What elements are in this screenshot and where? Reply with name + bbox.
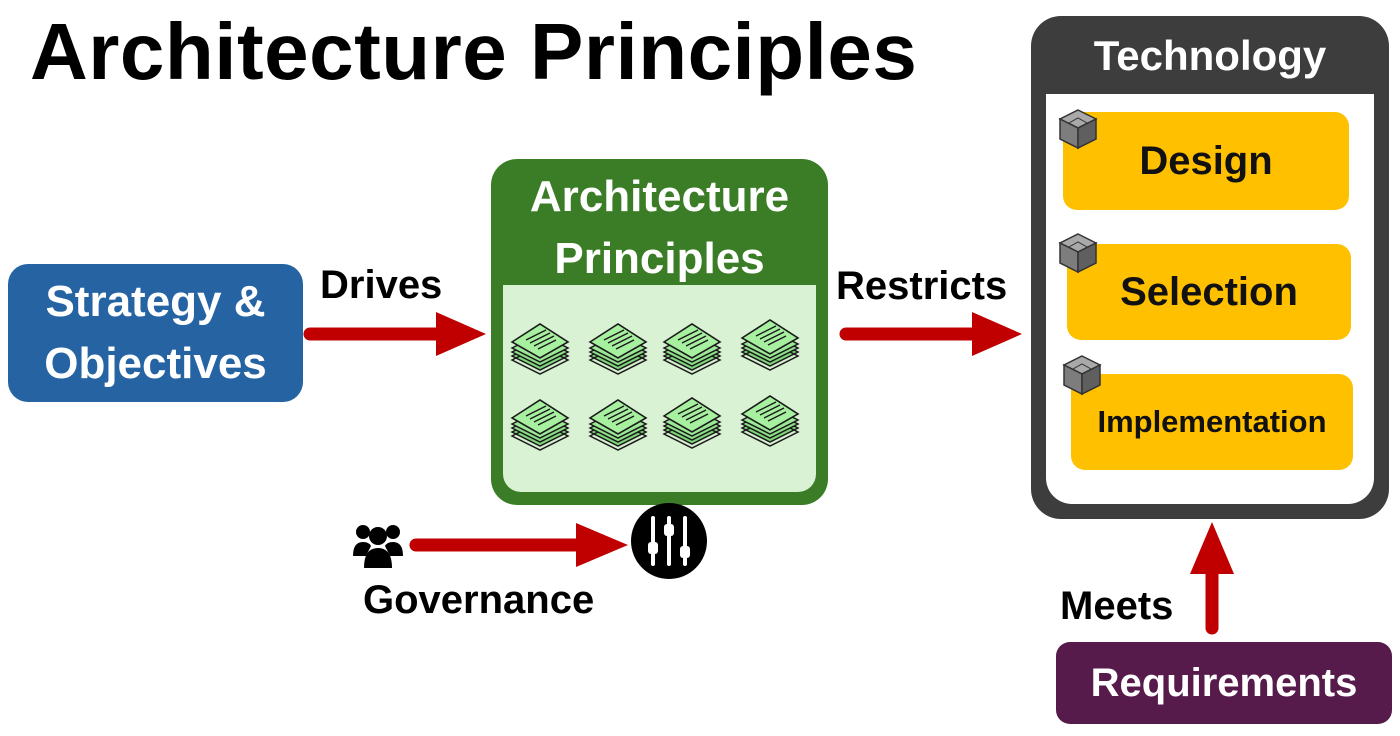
page-title: Architecture Principles [30, 7, 918, 96]
document-stack-icon [663, 323, 721, 375]
principles-label-line1: Architecture [529, 172, 790, 221]
governance-label: Governance [363, 578, 595, 622]
cube-icon [1059, 233, 1097, 273]
restricts-arrow [839, 312, 1022, 356]
cube-icon [1063, 355, 1101, 395]
strategy-label-line2: Objectives [44, 339, 267, 388]
meets-label: Meets [1060, 584, 1174, 628]
document-stack-icon [663, 397, 721, 449]
principles-title: Architecture Principles [491, 166, 828, 290]
document-stack-icon [511, 323, 569, 375]
technology-item-selection: Selection [1067, 244, 1351, 340]
principles-label-line2: Principles [554, 234, 765, 283]
drives-label: Drives [320, 263, 443, 307]
document-stack-icon [511, 399, 569, 451]
document-stack-icon [589, 323, 647, 375]
sliders-icon [631, 503, 707, 579]
cube-icon [1059, 109, 1097, 149]
people-group-icon [353, 525, 403, 568]
technology-item-implementation: Implementation [1071, 374, 1353, 470]
meets-arrow [1190, 522, 1234, 635]
requirements-node: Requirements [1056, 642, 1392, 724]
restricts-label: Restricts [836, 264, 1008, 308]
document-stack-icon [589, 399, 647, 451]
document-stack-icon [741, 319, 799, 371]
principles-documents-area [503, 285, 816, 492]
document-stack-icon [741, 395, 799, 447]
technology-item-design: Design [1063, 112, 1349, 210]
strategy-label-line1: Strategy & [45, 277, 266, 326]
technology-title: Technology [1093, 32, 1327, 79]
governance-arrow [409, 523, 628, 567]
strategy-objectives-node: Strategy & Objectives [8, 264, 303, 402]
drives-arrow [303, 312, 486, 356]
